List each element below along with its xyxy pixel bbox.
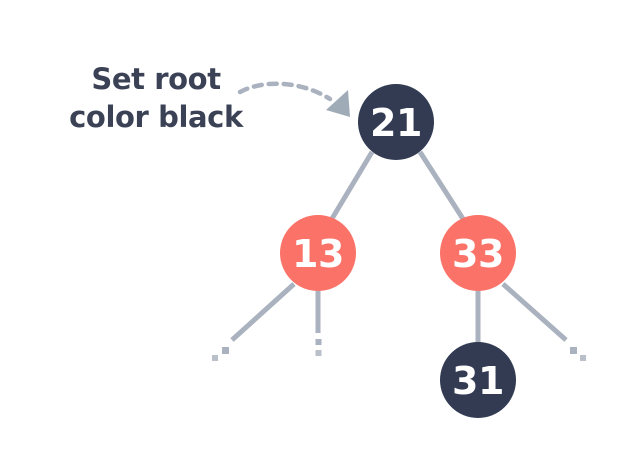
dashed-curved-arrow [237, 81, 333, 102]
node-label: 31 [452, 359, 504, 403]
edge-dot [212, 355, 218, 361]
node-circle-red [440, 215, 516, 291]
node-circle-red [280, 215, 356, 291]
edge-group [212, 150, 586, 361]
annotation-arrow-group [237, 81, 350, 117]
node-circle-black [440, 342, 516, 418]
edge-left-to-subtree-left [230, 282, 296, 342]
edge-dot [315, 350, 322, 356]
node-circle-black [358, 84, 434, 160]
tree-node-root[interactable]: 21 [358, 84, 434, 160]
tree-node-right-left[interactable]: 31 [440, 342, 516, 418]
edge-dot [570, 347, 577, 354]
edge-dot [222, 347, 229, 354]
node-label: 33 [452, 232, 504, 276]
tree-node-right[interactable]: 33 [440, 215, 516, 291]
arrowhead-icon [326, 90, 350, 117]
tree-node-left[interactable]: 13 [280, 215, 356, 291]
edge-right-to-subtree-right [501, 282, 568, 342]
edge-root-to-right [417, 150, 468, 224]
edge-root-to-left [327, 150, 375, 224]
node-label: 21 [370, 101, 422, 145]
annotation-text: Set root color black [69, 62, 243, 135]
edge-dot [580, 355, 586, 361]
node-label: 13 [292, 232, 344, 276]
edge-dot [315, 339, 322, 345]
node-group: 21 13 33 31 [280, 84, 516, 418]
